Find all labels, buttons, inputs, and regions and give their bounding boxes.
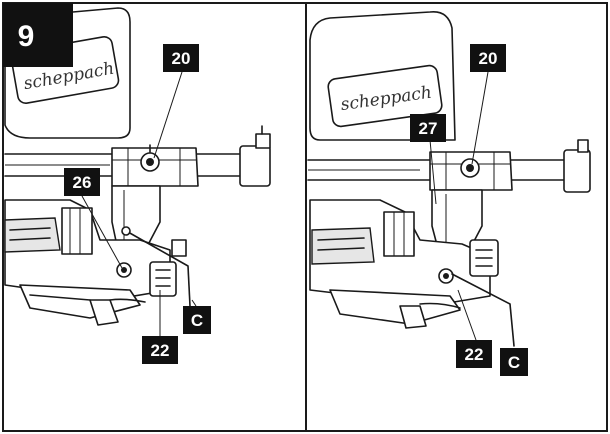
right-label-27: 27 bbox=[410, 114, 446, 142]
left-label-20: 20 bbox=[163, 44, 199, 72]
right-label-c-text: C bbox=[508, 353, 520, 372]
left-label-26-text: 26 bbox=[73, 173, 92, 192]
right-label-27-text: 27 bbox=[419, 119, 438, 138]
left-label-c: C bbox=[183, 306, 211, 334]
left-panel: scheppach bbox=[3, 3, 271, 364]
figure-number: 9 bbox=[18, 20, 35, 53]
right-label-20: 20 bbox=[470, 44, 506, 72]
right-brand-plate bbox=[327, 64, 443, 128]
left-label-c-text: C bbox=[191, 311, 203, 330]
left-label-22: 22 bbox=[142, 336, 178, 364]
left-label-20-text: 20 bbox=[172, 49, 191, 68]
right-label-20-text: 20 bbox=[479, 49, 498, 68]
figure-number-badge: 9 bbox=[3, 3, 73, 67]
left-label-22-text: 22 bbox=[151, 341, 170, 360]
right-label-22: 22 bbox=[456, 340, 492, 368]
right-panel: scheppach bbox=[307, 11, 591, 376]
right-label-22-text: 22 bbox=[465, 345, 484, 364]
right-label-c: C bbox=[500, 348, 528, 376]
left-label-26: 26 bbox=[64, 168, 100, 196]
